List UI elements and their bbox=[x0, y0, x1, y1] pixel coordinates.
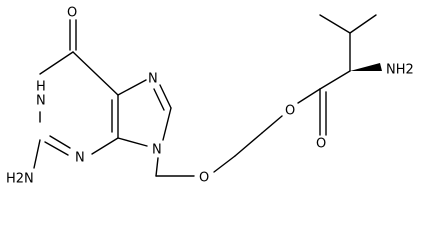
bond-n9-c4 bbox=[117, 137, 148, 147]
bond-c6-n1 bbox=[39, 51, 74, 75]
bond-layer bbox=[33, 14, 382, 177]
bond-ch2-ester-o bbox=[261, 115, 283, 134]
bond-n7-c8 bbox=[159, 84, 172, 109]
bond-beta-methyl-2 bbox=[349, 14, 377, 34]
bond-carbonyl-c-alpha bbox=[319, 70, 351, 90]
bond-ch2-ch2 bbox=[234, 132, 263, 157]
atom-n9: N bbox=[152, 143, 162, 158]
atom-n3: N bbox=[75, 151, 85, 166]
bond-c2-n3-inner bbox=[49, 135, 71, 149]
atom-ether-oxygen: O bbox=[199, 171, 209, 186]
bond-ether-o-ch2 bbox=[213, 155, 236, 173]
bond-c8-n9 bbox=[162, 107, 172, 141]
atom-ester-oxygen: O bbox=[285, 104, 295, 119]
wedge-alpha-amine bbox=[350, 63, 382, 71]
atom-labels: O N H N N N H2N O O O NH2 bbox=[6, 6, 414, 187]
atom-ester-carbonyl-oxygen: O bbox=[316, 137, 326, 152]
atom-n1: N bbox=[36, 94, 46, 109]
bond-c5-c6 bbox=[72, 51, 119, 96]
bond-n3-c4 bbox=[91, 137, 119, 155]
bond-n7-c8-inner bbox=[153, 88, 165, 111]
valacyclovir-structure: O N H N N N H2N O O O NH2 bbox=[6, 6, 414, 187]
bond-c2-n3 bbox=[44, 141, 69, 156]
bond-c5-n7 bbox=[117, 79, 147, 96]
bond-ester-o-carbonyl-c bbox=[297, 88, 321, 104]
atom-n7: N bbox=[148, 72, 158, 87]
atom-carbonyl-oxygen: O bbox=[67, 6, 77, 21]
atom-n1-h: H bbox=[36, 80, 46, 95]
atom-alpha-amine: NH2 bbox=[386, 63, 414, 78]
bond-beta-methyl-1 bbox=[319, 14, 351, 34]
atom-amino-group: H2N bbox=[6, 172, 34, 187]
bond-n9-ch2 bbox=[155, 157, 159, 177]
bond-c2-amino bbox=[33, 139, 41, 169]
